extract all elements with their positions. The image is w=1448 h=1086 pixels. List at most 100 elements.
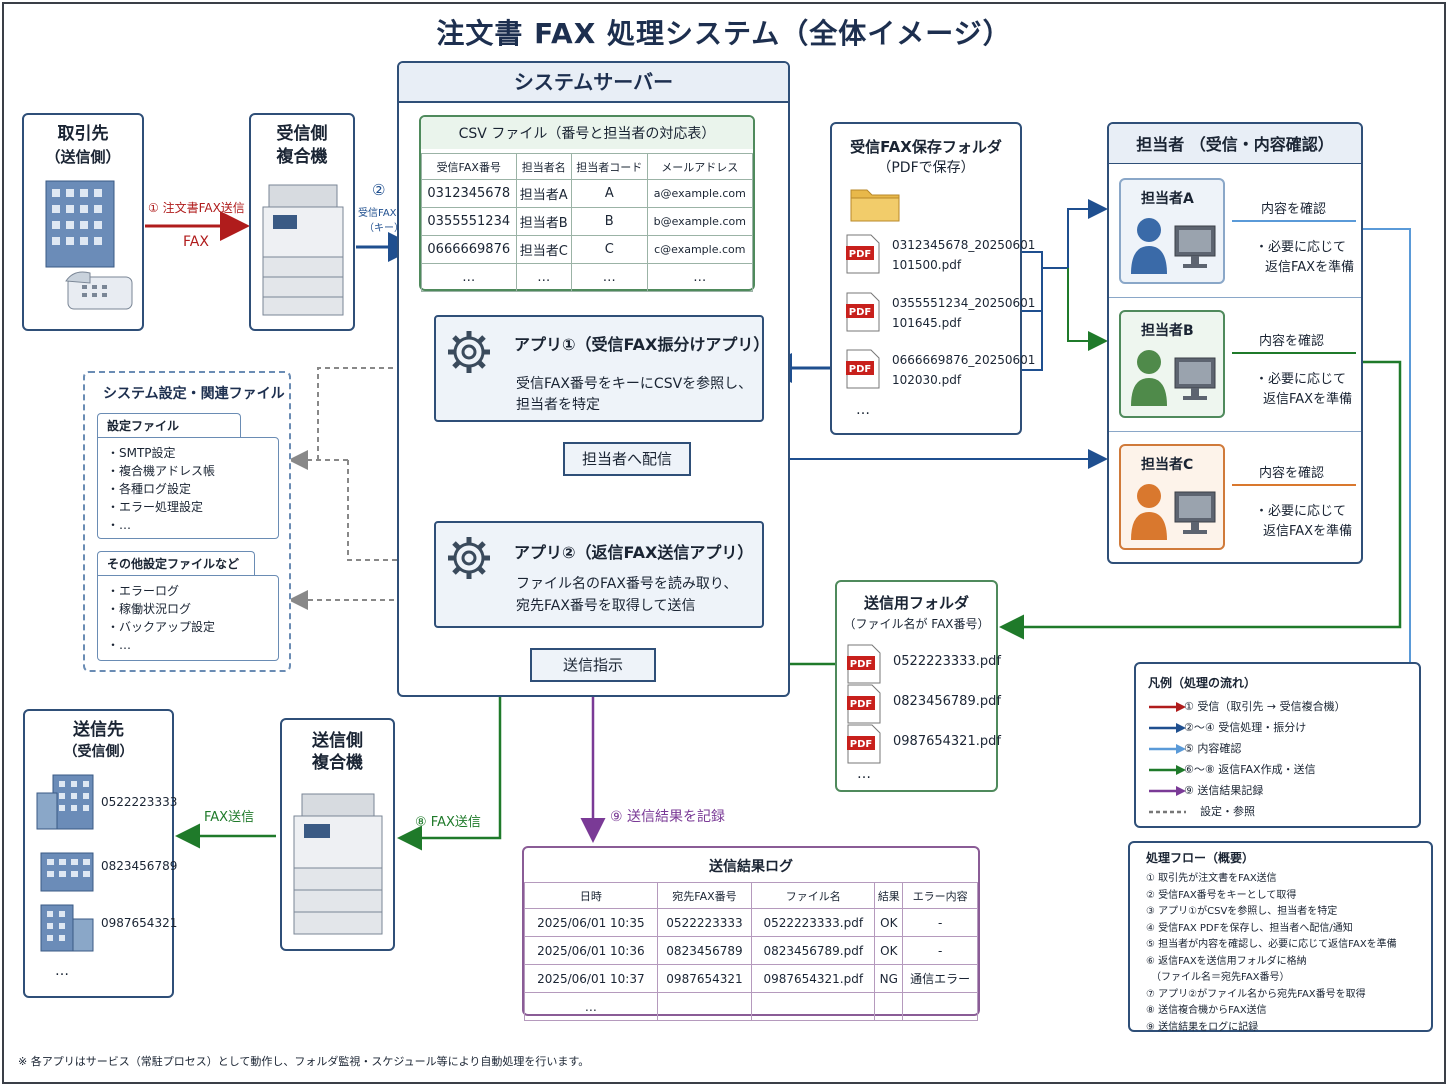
legend-item: ① 受信（取引先 → 受信複合機） [1148,698,1408,716]
flow-item: ⑤ 担当者が内容を確認し、必要に応じて返信FAXを準備 [1146,939,1397,950]
send-file-2: 0823456789.pdf [893,694,1001,709]
user-pc-icon [1131,484,1216,540]
log-cell: 0522223333 [656,908,753,937]
staff-box: 担当者 （受信・内容確認） 担当者A 内容を確認 ・必要に応じて 返信FAXを準… [1107,122,1363,564]
legend-arrow-icon [1149,744,1186,754]
log-cell [902,992,978,1021]
user-pc-icon [1131,350,1216,406]
staff-a-note2: 返信FAXを準備 [1265,260,1355,275]
receiving-mfp-subtitle: 複合機 [276,147,328,167]
mfp-printer-icon [262,184,344,316]
rx-folder-title: 受信FAX保存フォルダ [850,138,1002,156]
legend-item-label: ⑥～⑧ 返信FAX作成・送信 [1184,763,1316,776]
csv-col-code: 担当者コード [570,153,648,180]
app2-line2: 宛先FAX番号を取得して送信 [516,598,696,614]
rx-file-name-3: 0666669876_20250601 [892,353,1036,367]
log-cell: … [524,992,658,1021]
flow-item: ① 取引先が注文書をFAX送信 [1146,873,1277,884]
log-col-error: エラー内容 [902,882,978,909]
staff-member-c: 担当者C 内容を確認 ・必要に応じて 返信FAXを準備 [1109,432,1361,562]
app1-line1: 受信FAX番号をキーにCSVを参照し、 [516,376,753,392]
log-cell [874,992,904,1021]
flow-title: 処理フロー（概要） [1146,851,1255,865]
staff-header [1109,124,1361,164]
flow-item: ⑥ 返信FAXを送信用フォルダに格納 [1146,955,1307,967]
pdf-file-icon: PDF [846,292,880,332]
csv-cell: … [515,263,572,292]
settings-group1-item: ・各種ログ設定 [107,482,192,496]
legend-arrow-icon [1149,723,1186,733]
legend-item-label: ① 受信（取引先 → 受信複合機） [1184,700,1346,713]
settings-group1-title: 設定ファイル [107,419,180,433]
log-cell: 2025/06/01 10:35 [524,908,658,937]
staff-c-note1: ・必要に応じて [1255,504,1347,519]
pdf-label: PDF [850,659,872,670]
rx-file-name-3b: 102030.pdf [892,373,962,387]
legend-item: ⑨ 送信結果記録 [1148,782,1408,800]
log-col-fax: 宛先FAX番号 [656,882,753,909]
rx-file-name-2b: 101645.pdf [892,316,962,330]
log-table: 日時 宛先FAX番号 ファイル名 結果 エラー内容 2025/06/01 10:… [524,882,978,1021]
destination-title: 送信先 [73,720,124,740]
app2-title: アプリ②（返信FAX送信アプリ） [514,543,754,562]
settings-group2-item: ・エラーログ [107,584,180,598]
settings-group1-tab [97,413,241,437]
send-folder-title: 送信用フォルダ [863,594,969,612]
deliver-to-staff-box: 担当者へ配信 [563,442,691,476]
edge8-label: ⑧ FAX送信 [415,815,481,830]
log-col-file: ファイル名 [751,882,876,909]
log-title: 送信結果ログ [709,859,793,875]
process-flow-box: 処理フロー（概要） ① 取引先が注文書をFAX送信 ② 受信FAX番号をキーとして… [1128,841,1433,1033]
edge2-label: 受信FAX番号 [358,208,417,219]
send-file-1: 0522223333.pdf [893,654,1001,669]
settings-group1-item: ・… [107,518,132,532]
legend-arrow-icon [1149,765,1186,775]
settings-title: システム設定・関連ファイル [103,386,285,402]
settings-group1-item: ・エラー処理設定 [107,500,204,514]
staff-c-note2: 返信FAXを準備 [1263,524,1353,539]
csv-header-band [421,117,753,149]
staff-member-b: 担当者B 内容を確認 ・必要に応じて 返信FAXを準備 [1109,298,1361,432]
gear-icon [448,331,490,373]
legend-item: ⑥～⑧ 返信FAX作成・送信 [1148,761,1408,779]
destination-number-3: 0987654321 [101,916,178,930]
sending-mfp-box: 送信側 複合機 [280,718,395,951]
user-pc-icon [1131,218,1216,274]
log-cell: 通信エラー [902,964,978,993]
send-instruction-box: 送信指示 [530,648,656,682]
csv-title: CSV ファイル（番号と担当者の対応表） [458,126,716,142]
sending-mfp-title: 送信側 [312,731,363,751]
staff-c-name: 担当者C [1141,457,1194,473]
rx-file-name-2: 0355551234_20250601 [892,296,1036,310]
page-title: 注文書 FAX 処理システム（全体イメージ） [436,17,1012,50]
building-icon [40,904,94,952]
flow-item: ⑨ 送信結果をログに記録 [1146,1021,1259,1033]
server-title: システムサーバー [513,70,674,94]
csv-cell: … [421,263,517,292]
pdf-file-icon: PDF [847,684,881,724]
log-col-datetime: 日時 [524,882,658,909]
legend-item-label: ⑨ 送信結果記録 [1184,784,1264,797]
staff-c-check: 内容を確認 [1259,466,1325,481]
csv-cell: A [570,179,648,208]
log-cell: 0987654321 [656,964,753,993]
folder-icon [850,189,900,222]
settings-group2-item: ・稼働状況ログ [107,602,192,616]
legend-arrow-icon [1149,810,1186,814]
pdf-file-icon: PDF [847,644,881,684]
flow-item: ② 受信FAX番号をキーとして取得 [1146,889,1297,901]
rx-file-name-1b: 101500.pdf [892,258,962,272]
flow-item: ⑦ アプリ②がファイル名から宛先FAX番号を取得 [1146,988,1366,1000]
legend-item: ②～④ 受信処理・振分け [1148,719,1408,737]
send-folder-more: … [857,766,871,782]
log-cell: - [902,908,978,937]
app2-box: アプリ②（返信FAX送信アプリ） ファイル名のFAX番号を読み取り、 宛先FAX… [434,521,764,628]
csv-header-row: 受信FAX番号 担当者名 担当者コード メールアドレス [421,153,754,180]
csv-cell: 担当者C [515,235,572,264]
app1-box: アプリ①（受信FAX振分けアプリ） 受信FAX番号をキーにCSVを参照し、 担当… [434,315,769,422]
